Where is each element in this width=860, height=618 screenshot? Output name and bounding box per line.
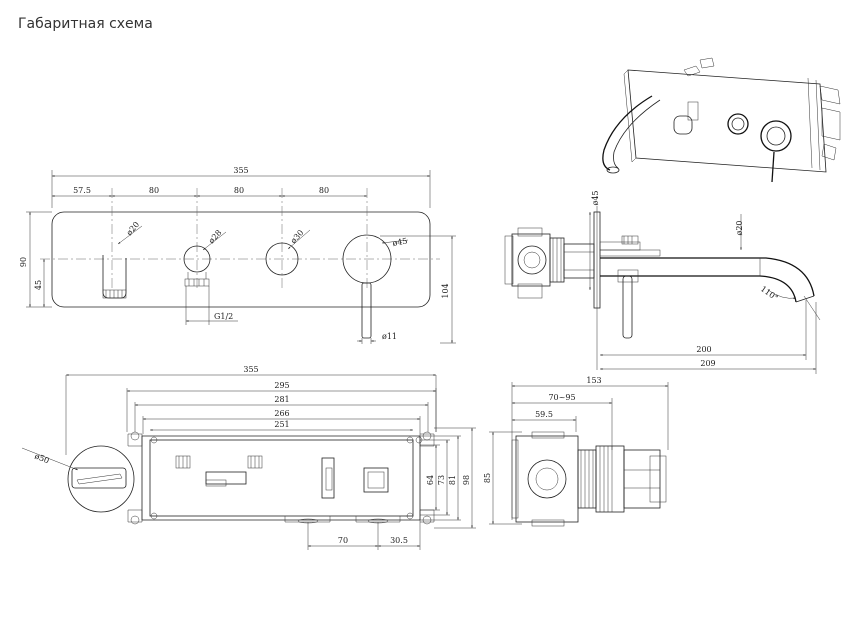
box-side-body	[515, 435, 579, 523]
dim-box-98: 98	[462, 475, 471, 485]
handle-2-front	[265, 242, 299, 276]
dim-153: 153	[586, 376, 601, 385]
dim-lever-dia: ø11	[382, 332, 397, 341]
dim-57-5: 57.5	[73, 186, 91, 195]
box-body	[149, 439, 414, 517]
dim-box-295: 295	[274, 381, 289, 390]
perspective-view	[602, 57, 841, 183]
perspective-spout	[602, 95, 653, 171]
side-view: ø45 ø20 110° 200 209	[504, 191, 821, 374]
dim-59-5: 59.5	[535, 410, 553, 419]
dim-355: 355	[233, 166, 248, 175]
box-view: 355 295 281 266 251	[21, 365, 476, 550]
dim-90: 90	[19, 257, 28, 267]
dim-plate-dia: ø45	[591, 191, 600, 206]
perspective-diverter	[673, 115, 693, 135]
dim-thread: G1/2	[214, 312, 233, 321]
dim-box-266: 266	[274, 409, 289, 418]
dim-80-b: 80	[234, 186, 244, 195]
detail-circle	[67, 445, 135, 513]
dim-handle2-dia: ø30	[289, 228, 306, 245]
dim-80-a: 80	[149, 186, 159, 195]
dim-handle3-dia: ø45	[392, 237, 408, 248]
lever-front	[361, 282, 372, 339]
dim-outlet-edge: 30.5	[390, 536, 408, 545]
box-frame	[141, 435, 421, 521]
perspective-knob-1	[727, 113, 749, 135]
perspective-plate	[627, 69, 827, 173]
front-plate	[51, 211, 431, 308]
dim-45: 45	[34, 280, 43, 290]
dim-box-73: 73	[437, 475, 446, 485]
perspective-lever	[771, 151, 775, 183]
perspective-knob-2	[760, 120, 792, 152]
dim-handle1-dia: ø28	[207, 228, 224, 245]
page-title: Габаритная схема	[18, 16, 153, 32]
dim-box-281: 281	[274, 395, 289, 404]
dim-70-95: 70~95	[548, 393, 575, 402]
dim-box-355: 355	[243, 365, 258, 374]
dim-209: 209	[700, 359, 715, 368]
dim-85: 85	[483, 473, 492, 483]
side-spout-top	[600, 257, 815, 297]
spout-front	[102, 255, 127, 299]
dim-104: 104	[441, 283, 450, 298]
dim-box-251: 251	[274, 420, 289, 429]
handle-1-front	[183, 245, 211, 273]
front-view: 355 57.5 80 80 80 90 45 104 ø	[19, 166, 456, 344]
dim-80-c: 80	[319, 186, 329, 195]
box-side-view: 153 70~95 59.5 85	[483, 376, 669, 527]
side-lever	[622, 275, 633, 339]
side-spout-bottom	[600, 275, 797, 303]
dim-angle: 110°	[759, 284, 780, 302]
dim-box-64: 64	[426, 475, 435, 485]
dim-box-81: 81	[448, 475, 457, 485]
dim-spout-dia: ø20	[125, 220, 142, 237]
dim-outlet-spacing: 70	[338, 536, 348, 545]
dim-200: 200	[696, 345, 711, 354]
dim-detail-dia: ø50	[33, 452, 50, 466]
dim-side-spout-dia: ø20	[735, 221, 744, 236]
